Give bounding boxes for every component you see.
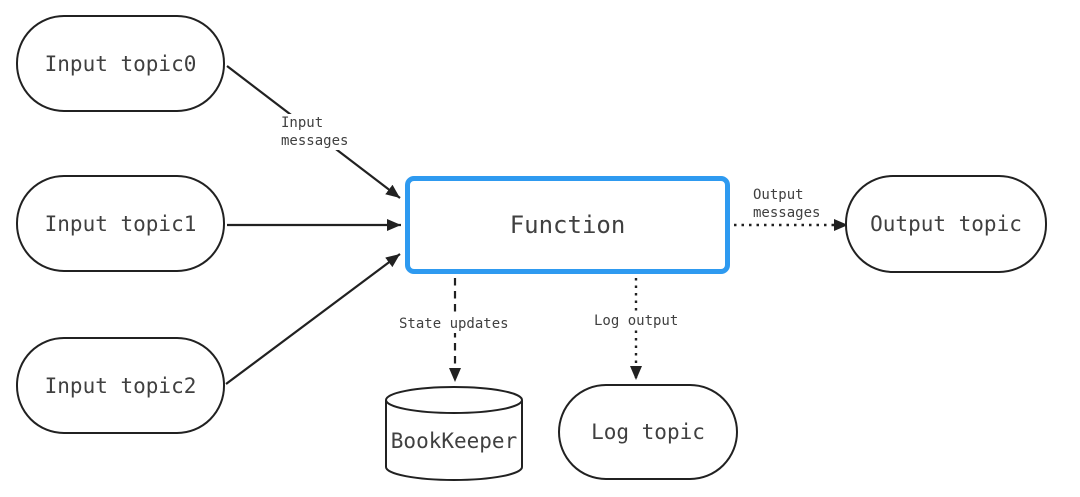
node-input-topic2-label: Input topic2: [44, 373, 197, 398]
bookkeeper-cylinder: [385, 386, 523, 481]
node-output-topic-label: Output topic: [870, 212, 1022, 236]
node-input-topic0: Input topic0: [16, 15, 225, 112]
node-function: Function: [405, 176, 730, 274]
node-log-topic-label: Log topic: [591, 420, 705, 444]
edge-label-state-updates: State updates: [396, 315, 512, 333]
node-input-topic1: Input topic1: [16, 175, 225, 272]
node-input-topic2: Input topic2: [16, 337, 225, 434]
node-function-label: Function: [509, 211, 626, 239]
node-bookkeeper-label: BookKeeper: [390, 429, 518, 453]
edge-input-topic2-function: [225, 253, 401, 385]
node-log-topic: Log topic: [558, 384, 738, 480]
node-output-topic: Output topic: [845, 175, 1047, 273]
edge-label-log-output: Log output: [591, 312, 682, 330]
node-input-topic0-label: Input topic0: [44, 51, 197, 76]
node-input-topic1-label: Input topic1: [44, 211, 197, 236]
edge-label-input-messages: Input messages: [278, 114, 352, 150]
edge-label-output-messages: Output messages: [750, 186, 824, 222]
